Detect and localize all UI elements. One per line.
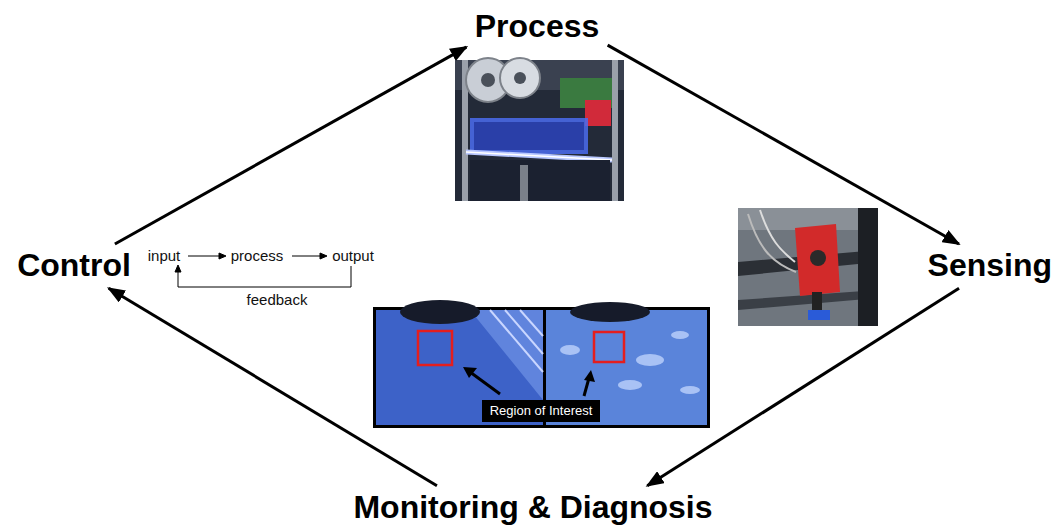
printer-photo — [455, 58, 624, 201]
stage-label: Control — [13, 246, 135, 285]
sensor-photo — [738, 208, 878, 326]
cycle-arrow — [109, 288, 437, 486]
signal-label: output — [330, 248, 376, 265]
stage-label: Monitoring & Diagnosis — [349, 488, 716, 527]
signal-label: input — [146, 248, 183, 265]
signal-label: feedback — [245, 292, 310, 309]
stage-title: Control — [17, 248, 131, 283]
stage-title: Monitoring & Diagnosis — [353, 490, 712, 525]
roi-photo — [373, 300, 710, 428]
roi-label: Region of Interest — [482, 400, 601, 422]
stage-label: Process — [471, 7, 604, 46]
stage-title: Sensing — [928, 248, 1052, 283]
cycle-arrow — [647, 288, 959, 485]
cycle-arrow — [115, 47, 466, 244]
stage-label: Sensing — [924, 246, 1056, 285]
cycle-arrow — [608, 45, 959, 244]
stage-title: Process — [475, 9, 600, 44]
signal-label: process — [229, 248, 286, 265]
